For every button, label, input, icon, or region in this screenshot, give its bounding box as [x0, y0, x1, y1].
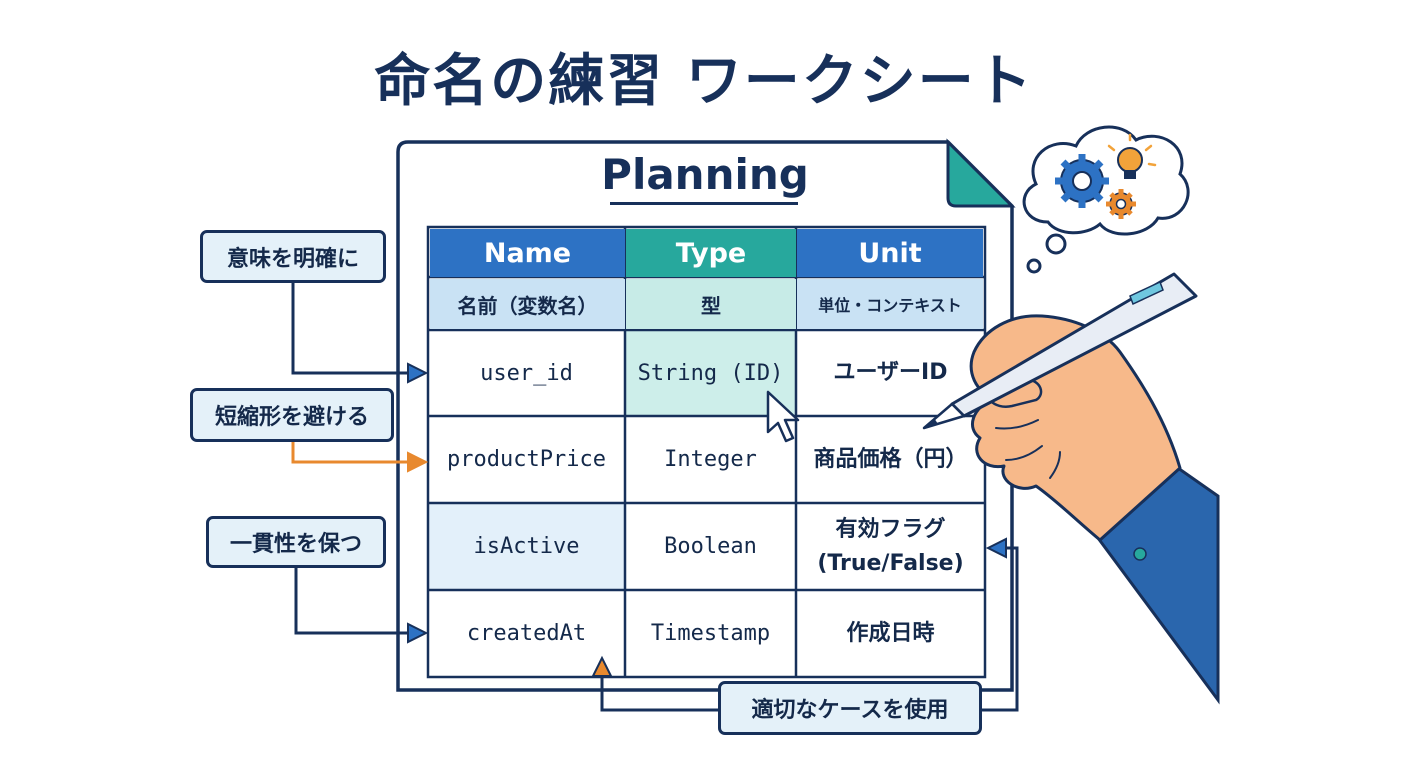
pen-icon	[922, 272, 1198, 430]
connector-case-right	[982, 546, 1019, 712]
cell-type-integer: Integer	[664, 447, 757, 472]
cell-type-boolean: Boolean	[664, 534, 757, 559]
label-case: 適切なケースを使用	[718, 681, 982, 735]
subheader-name: 名前（変数名）	[430, 279, 625, 329]
page-title: 命名の練習 ワークシート	[374, 49, 1034, 114]
label-consistency: 一貫性を保つ	[206, 516, 386, 568]
connector-consistency	[294, 568, 408, 635]
gear-icon	[1055, 154, 1109, 208]
arrow-icon	[591, 655, 613, 677]
arrow-icon	[407, 622, 429, 644]
highlight-name-row3	[428, 503, 625, 590]
header-unit: Unit	[797, 229, 983, 277]
label-clarity: 意味を明確に	[200, 230, 386, 283]
connector-abbrev	[291, 442, 408, 464]
subheader-type: 型	[626, 279, 796, 329]
cell-unit-user-id: ユーザーID	[833, 360, 948, 385]
cursor-icon	[766, 390, 800, 443]
cuff-button	[1133, 547, 1147, 561]
gear-icon	[1106, 189, 1136, 219]
folded-corner	[946, 138, 1016, 208]
cell-name-product-price: productPrice	[447, 447, 606, 472]
cell-unit-product-price: 商品価格（円）	[813, 446, 968, 472]
cell-unit-is-active: 有効フラグ (True/False)	[817, 516, 964, 576]
cell-unit-created-at: 作成日時	[846, 620, 935, 646]
connector-case-left	[600, 676, 720, 712]
label-avoid-abbreviation: 短縮形を避ける	[190, 388, 394, 442]
thought-bubble-icon	[1022, 125, 1190, 274]
header-type: Type	[626, 229, 796, 277]
cell-name-user-id: user_id	[480, 360, 573, 386]
lightbulb-icon	[1107, 133, 1157, 179]
connector-clarity	[291, 283, 408, 375]
cell-type-timestamp: Timestamp	[650, 621, 771, 646]
arrow-icon	[407, 451, 429, 473]
cell-name-created-at: createdAt	[466, 621, 587, 646]
subheader-unit: 単位・コンテキスト	[797, 279, 983, 329]
table-grid	[426, 225, 987, 679]
arrow-icon	[985, 537, 1007, 559]
arrow-icon	[407, 362, 429, 384]
sheet-title-underline	[610, 202, 798, 205]
sheet-title: Planning	[601, 150, 809, 199]
header-name: Name	[430, 229, 625, 277]
cell-type-string-id: String (ID)	[637, 360, 784, 386]
cell-name-is-active: isActive	[473, 534, 580, 559]
